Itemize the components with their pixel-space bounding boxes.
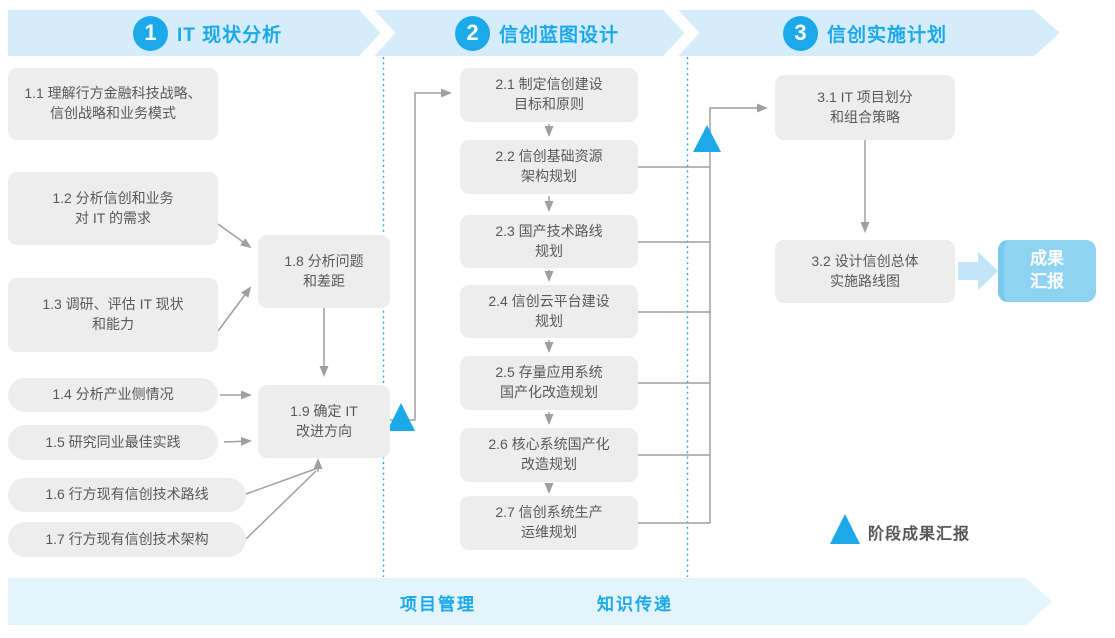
outcome-arrow-icon (958, 252, 998, 290)
step-1-3: 1.3 调研、评估 IT 现状 和能力 (8, 278, 218, 352)
phase2-header: 2 信创蓝图设计 (455, 10, 619, 56)
phase3-title: 信创实施计划 (827, 24, 948, 46)
step-2-2: 2.2 信创基础资源 架构规划 (460, 140, 638, 194)
step-2-1: 2.1 制定信创建设 目标和原则 (460, 68, 638, 122)
phase2-number-badge: 2 (455, 15, 490, 51)
phase3-header: 3 信创实施计划 (783, 10, 947, 56)
support-band (8, 578, 1052, 625)
step-1-4: 1.4 分析产业侧情况 (8, 378, 218, 412)
phase3-number-badge: 3 (783, 15, 818, 51)
step-1-8: 1.8 分析问题 和差距 (258, 235, 390, 308)
legend-triangle-icon (830, 514, 860, 544)
step-1-7: 1.7 行方现有信创技术架构 (8, 522, 246, 557)
footer-item-knowledge-transfer: 知识传递 (597, 595, 673, 614)
step-2-6: 2.6 核心系统国产化 改造规划 (460, 428, 638, 482)
step-1-2: 1.2 分析信创和业务 对 IT 的需求 (8, 172, 218, 245)
step-1-9: 1.9 确定 IT 改进方向 (258, 385, 390, 458)
step-3-1: 3.1 IT 项目划分 和组合策略 (775, 75, 955, 140)
step-2-4: 2.4 信创云平台建设 规划 (460, 285, 638, 338)
milestone-triangle-phase1 (387, 403, 415, 431)
step-1-6: 1.6 行方现有信创技术路线 (8, 478, 246, 512)
step-2-7: 2.7 信创系统生产 运维规划 (460, 496, 638, 550)
legend-label: 阶段成果汇报 (868, 526, 971, 543)
step-3-2: 3.2 设计信创总体 实施路线图 (775, 240, 955, 303)
phase-band (8, 10, 1060, 56)
step-1-1: 1.1 理解行方金融科技战略、 信创战略和业务模式 (8, 68, 218, 140)
step-2-3: 2.3 国产技术路线 规划 (460, 215, 638, 268)
phase1-header: 1 IT 现状分析 (133, 10, 282, 56)
step-2-5: 2.5 存量应用系统 国产化改造规划 (460, 356, 638, 410)
footer-item-project-management: 项目管理 (400, 595, 476, 614)
milestone-triangle-phase2 (693, 125, 721, 152)
phase1-number-badge: 1 (133, 15, 168, 51)
outcome-report-box: 成果 汇报 (998, 240, 1096, 302)
phase1-title: IT 现状分析 (177, 24, 283, 46)
phase2-title: 信创蓝图设计 (499, 24, 620, 46)
step-1-5: 1.5 研究同业最佳实践 (8, 425, 218, 460)
